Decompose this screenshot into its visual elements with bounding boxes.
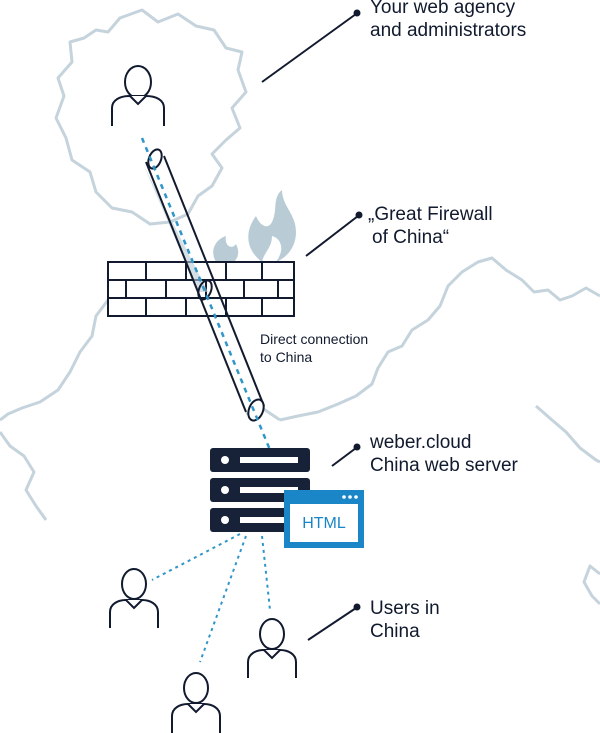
server-rack-icon: [210, 448, 310, 532]
agency-label-line2: and administrators: [370, 20, 526, 41]
tunnel-label-line2: to China: [260, 349, 312, 365]
user-person-icon: [109, 568, 159, 628]
pointer-dots: [353, 9, 363, 611]
user-links: [151, 533, 271, 663]
users-label-line1: Users in: [370, 598, 440, 619]
pointer-lines: [261, 13, 359, 641]
server-label-line2: China web server: [370, 455, 519, 476]
firewall-label-line1: „Great Firewall: [368, 204, 493, 225]
agency-person-icon: [111, 65, 165, 126]
map-outline-china: [0, 256, 600, 606]
html-window-label: HTML: [302, 515, 346, 532]
flame-icon: [213, 190, 296, 262]
user-person-icon: [247, 618, 297, 678]
server-label-line1: weber.cloud: [369, 432, 471, 453]
tunnel-label-line1: Direct connection: [260, 331, 368, 347]
firewall-label-line2: of China“: [372, 227, 449, 248]
browser-window-icon: HTML: [284, 490, 364, 548]
connection-dotted-line: [140, 137, 272, 451]
user-person-icon: [171, 672, 221, 733]
users-label-line2: China: [370, 621, 420, 642]
agency-label-line1: Your web agency: [370, 0, 516, 18]
